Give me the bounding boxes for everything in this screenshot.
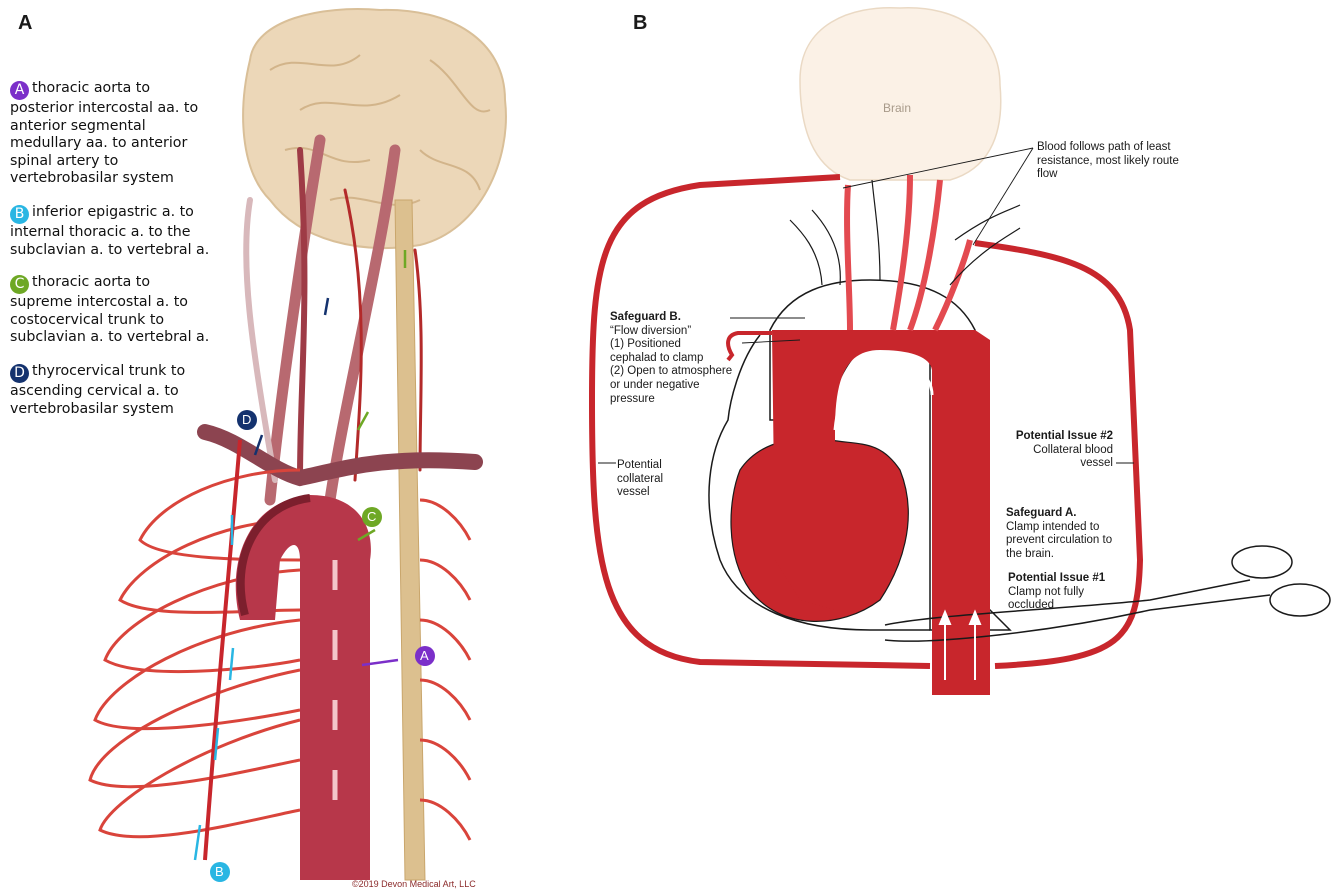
issue-1-label: Potential Issue #1 Clamp not fully occlu… (1008, 572, 1105, 613)
safeguard-a-title: Safeguard A. (1006, 507, 1077, 519)
issue-1-line: Clamp not fully (1008, 586, 1084, 598)
safeguard-a-line: prevent circulation to (1006, 534, 1112, 546)
issue-1-line: occluded (1008, 599, 1054, 611)
issue-1-title: Potential Issue #1 (1008, 572, 1105, 584)
potential-collateral-line: vessel (617, 486, 650, 498)
safeguard-b-title: Safeguard B. (610, 311, 681, 323)
brain-branches (847, 175, 970, 330)
issue-2-label: Potential Issue #2 Collateral blood vess… (996, 430, 1113, 471)
safeguard-b-line: “Flow diversion” (610, 325, 691, 337)
safeguard-b: Safeguard B. “Flow diversion” (1) Positi… (610, 311, 732, 406)
safeguard-b-line: cephalad to clamp (610, 352, 703, 364)
safeguard-b-line: pressure (610, 393, 655, 405)
brain-outline-b (800, 8, 1001, 180)
safeguard-b-line: (2) Open to atmosphere (610, 365, 732, 377)
potential-collateral-line: collateral (617, 473, 663, 485)
flow-note: Blood follows path of least resistance, … (1037, 141, 1187, 182)
safeguard-b-line: or under negative (610, 379, 700, 391)
safeguard-a-line: Clamp intended to (1006, 521, 1099, 533)
leader-lines (598, 148, 1134, 463)
flow-diversion-port (728, 333, 772, 360)
potential-collateral-label: Potential collateral vessel (617, 459, 663, 500)
safeguard-a-line: the brain. (1006, 548, 1054, 560)
safeguard-b-line: (1) Positioned (610, 338, 681, 350)
potential-collateral-line: Potential (617, 459, 662, 471)
issue-2-line: Collateral blood (1033, 444, 1113, 456)
issue-2-line: vessel (1080, 457, 1113, 469)
brain-label: Brain (883, 102, 911, 116)
issue-2-title: Potential Issue #2 (1016, 430, 1113, 442)
safeguard-a: Safeguard A. Clamp intended to prevent c… (1006, 507, 1112, 561)
